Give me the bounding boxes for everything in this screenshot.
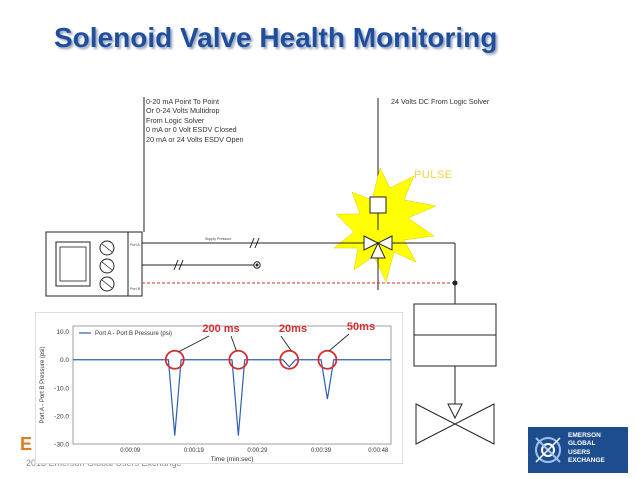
y-tick-label: 0.0 (60, 357, 69, 364)
pulse-burst (333, 167, 437, 283)
valve-stem-marker (447, 403, 463, 420)
annotation-circle (279, 349, 300, 370)
logo-text: EMERSON GLOBAL USERS EXCHANGE (568, 432, 605, 466)
footer-brand-letter: E (20, 434, 33, 454)
note-line: 0 mA or 0 Volt ESDV Closed (146, 125, 237, 135)
annotation-circle (164, 349, 185, 370)
y-tick-label: -30.0 (54, 442, 69, 449)
plot-area (72, 325, 392, 445)
y-axis-label: Port A - Port B Pressure (psi) (40, 346, 46, 423)
pulse-label: PULSE (414, 169, 453, 181)
annotation-circle (228, 349, 249, 370)
logo-line: EXCHANGE (568, 457, 605, 465)
logo-line: EMERSON (568, 432, 601, 439)
x-tick-label: 0:00:29 (247, 448, 268, 454)
supply-pressure-label: Supply Pressure (205, 237, 231, 241)
annotation-arrow (280, 335, 292, 351)
annotation-circle (317, 349, 338, 370)
note-line: Or 0-24 Volts Multidrop (146, 106, 220, 116)
y-tick-label: -20.0 (54, 413, 69, 420)
supply-label: 24 Volts DC From Logic Solver (391, 97, 490, 106)
logo-line: GLOBAL (568, 440, 596, 448)
note-line: 0-20 mA Point To Point (146, 97, 219, 106)
annotation-arrow (230, 335, 237, 351)
annotation-label: 50ms (347, 321, 375, 333)
note-line: From Logic Solver (146, 115, 205, 125)
legend-label: Port A - Port B Pressure (psi) (95, 331, 172, 337)
annotation-label: 20ms (279, 323, 307, 335)
x-tick-label: 0:00:09 (120, 448, 141, 454)
port-a-label: Port A (130, 243, 140, 247)
valve-symbol (415, 403, 457, 445)
pressure-chart-panel: 10.0 0.0 -10.0 -20.0 -30.0 0:00:09 0:00:19 0:00… (34, 311, 404, 465)
x-tick-label: 0:00:48 (368, 448, 389, 454)
port-b-label: Port B (130, 287, 141, 291)
y-tick-label: -10.0 (54, 385, 69, 392)
y-tick-label: 10.0 (56, 329, 69, 336)
annotation-arrow (329, 333, 350, 352)
emerson-logo: EMERSON GLOBAL USERS EXCHANGE (528, 427, 628, 473)
page-title: Solenoid Valve Health Monitoring (54, 22, 498, 53)
pressure-chart: 10.0 0.0 -10.0 -20.0 -30.0 0:00:09 0:00:19 0:00… (34, 311, 404, 465)
series-line (73, 359, 391, 436)
annotation-arrow (178, 335, 210, 353)
x-tick-label: 0:00:39 (311, 448, 332, 454)
transmitter-notes: 0-20 mA Point To Point Or 0-24 Volts Mul… (146, 97, 243, 144)
logo-mark-icon (535, 437, 561, 463)
solenoid-coil (369, 196, 387, 214)
x-axis-label: Time (min:sec) (211, 456, 254, 463)
logo-line: USERS (568, 448, 591, 456)
annotation-label: 200 ms (202, 323, 239, 335)
x-tick-label: 0:00:19 (184, 448, 205, 454)
note-line: 20 mA or 24 Volts ESDV Open (146, 134, 244, 144)
